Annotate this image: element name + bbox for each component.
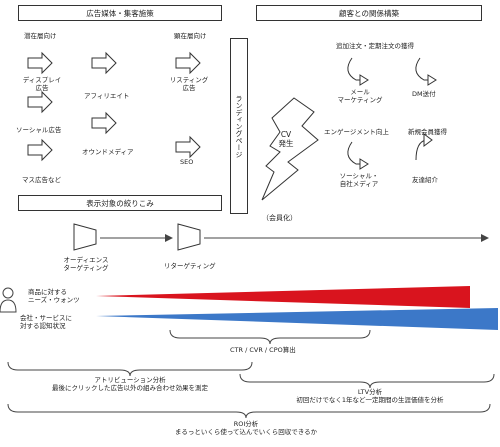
display-ad-label: ディスプレイ 広告 bbox=[22, 76, 62, 93]
person-icon-head-1 bbox=[2, 287, 14, 299]
bracket-ltv bbox=[239, 373, 495, 389]
owned-media-label: オウンドメディア bbox=[82, 148, 134, 156]
curve-arrow-dm bbox=[415, 57, 430, 81]
manifest-layer-label: 顕在層向け bbox=[174, 32, 207, 40]
block-arrow-display bbox=[27, 51, 53, 75]
affiliate-label: アフィリエイト bbox=[84, 92, 130, 100]
retargeting-funnel bbox=[177, 223, 201, 251]
cv-lightning bbox=[261, 97, 319, 201]
ad-media-header: 広告媒体・集客施策 bbox=[18, 5, 222, 21]
bracket-ctr bbox=[169, 329, 371, 345]
social-own-media-label: ソーシャル・ 自社メディア bbox=[339, 172, 379, 189]
audience-funnel bbox=[73, 223, 97, 251]
block-arrow-owned bbox=[91, 111, 117, 135]
audience-targeting-label: オーディエンス ターゲティング bbox=[63, 256, 109, 273]
listing-ad-label: リスティング 広告 bbox=[169, 76, 209, 93]
needs-wedge-red bbox=[96, 286, 470, 308]
product-needs-label: 商品に対する ニーズ・ウォンツ bbox=[28, 288, 80, 305]
dm-label: DM送付 bbox=[412, 90, 436, 98]
block-arrow-mass bbox=[27, 138, 53, 162]
potential-layer-label: 潜在層向け bbox=[24, 32, 57, 40]
curve-arrow-mail bbox=[347, 57, 362, 81]
landing-page-box: ランディングページ bbox=[230, 38, 248, 214]
targeting-header: 表示対象の絞りこみ bbox=[18, 195, 222, 211]
member-label: （会員化） bbox=[262, 214, 297, 222]
block-arrow-social bbox=[27, 90, 53, 114]
new-member-label: 新規会員獲得 bbox=[408, 128, 447, 136]
referral-label: 友達紹介 bbox=[412, 176, 438, 184]
customer-relations-header: 顧客との関係構築 bbox=[256, 5, 482, 21]
social-ad-label: ソーシャル広告 bbox=[16, 126, 62, 134]
landing-page-label: ランディングページ bbox=[235, 94, 243, 158]
block-arrow-listing bbox=[175, 51, 201, 75]
attribution-label: アトリビューション分析 最後にクリックした広告以外の組み合わせ効果を測定 bbox=[52, 376, 208, 393]
block-arrow-seo bbox=[175, 135, 201, 159]
mail-marketing-label: メール マーケティング bbox=[337, 88, 383, 105]
upsell-label: 追加注文・定期注文の獲得 bbox=[336, 42, 414, 50]
bracket-attribution bbox=[7, 361, 253, 377]
block-arrow-affiliate bbox=[91, 51, 117, 75]
curve-arrow-social-own bbox=[347, 141, 362, 165]
roi-label: ROI分析 まるっといくら使って込んでいくら回収できるか bbox=[174, 420, 318, 437]
company-awareness-label: 会社・サービスに 対する認知状況 bbox=[20, 314, 72, 331]
ctr-label: CTR / CVR / CPO算出 bbox=[230, 346, 296, 354]
engagement-label: エンゲージメント向上 bbox=[324, 128, 389, 136]
mass-ad-label: マス広告など bbox=[22, 176, 61, 184]
retargeting-label: リターゲティング bbox=[164, 262, 216, 270]
cv-label: CV 発生 bbox=[278, 130, 294, 149]
awareness-wedge-blue bbox=[96, 308, 498, 330]
person-icon-body-1 bbox=[0, 299, 17, 313]
seo-label: SEO bbox=[180, 158, 194, 166]
bracket-roi bbox=[7, 403, 491, 419]
ltv-label: LTV分析 初回だけでなく1年など一定期間の生涯価値を分析 bbox=[296, 388, 444, 405]
